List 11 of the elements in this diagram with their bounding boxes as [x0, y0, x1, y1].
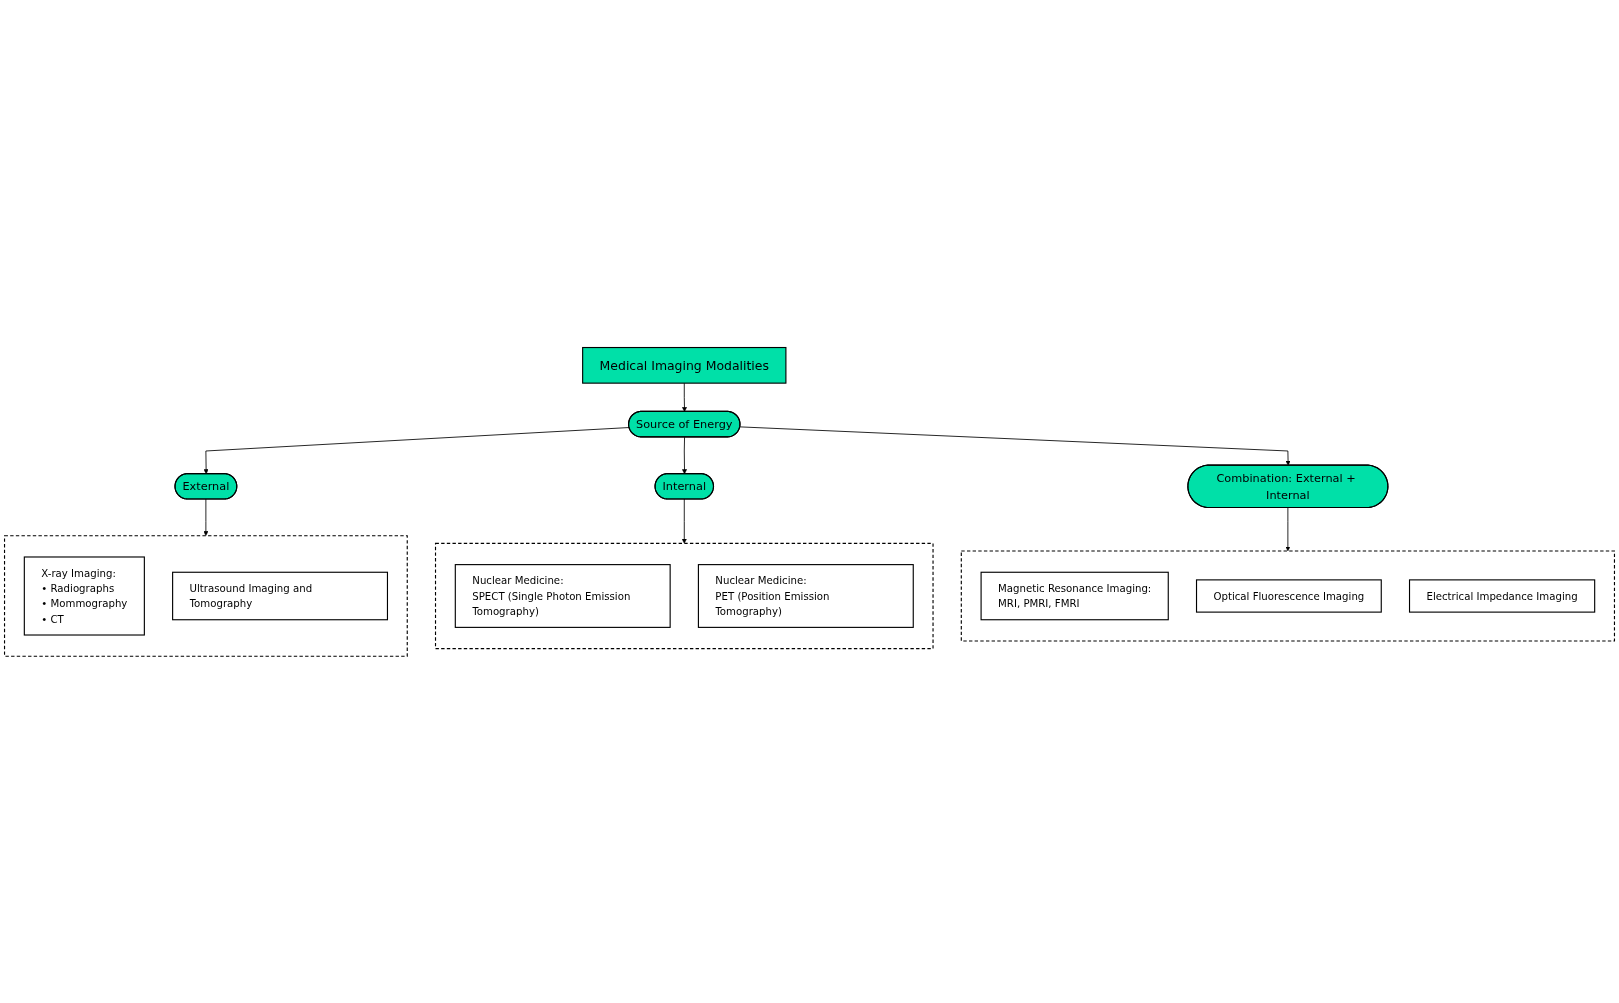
- node-box: Electrical Impedance Imaging: [1408, 578, 1596, 613]
- node-box: Optical Fluorescence Imaging: [1195, 578, 1382, 613]
- node-box: Magnetic Resonance Imaging: MRI, PMRI, FMRI: [980, 571, 1169, 620]
- cluster: [3, 534, 408, 657]
- node-box: Nuclear Medicine: PET (Position Emission Tomography): [697, 563, 914, 628]
- cluster: [960, 550, 1616, 642]
- node-box: Ultrasound Imaging and Tomography: [172, 571, 389, 620]
- cluster: [434, 542, 934, 649]
- node-box: X-ray Imaging: • Radiographs • Mommography • CT: [23, 556, 145, 636]
- node-box: Nuclear Medicine: SPECT (Single Photon Emission Tomography): [454, 563, 671, 628]
- node-box: Medical Imaging Modalities: [582, 346, 787, 384]
